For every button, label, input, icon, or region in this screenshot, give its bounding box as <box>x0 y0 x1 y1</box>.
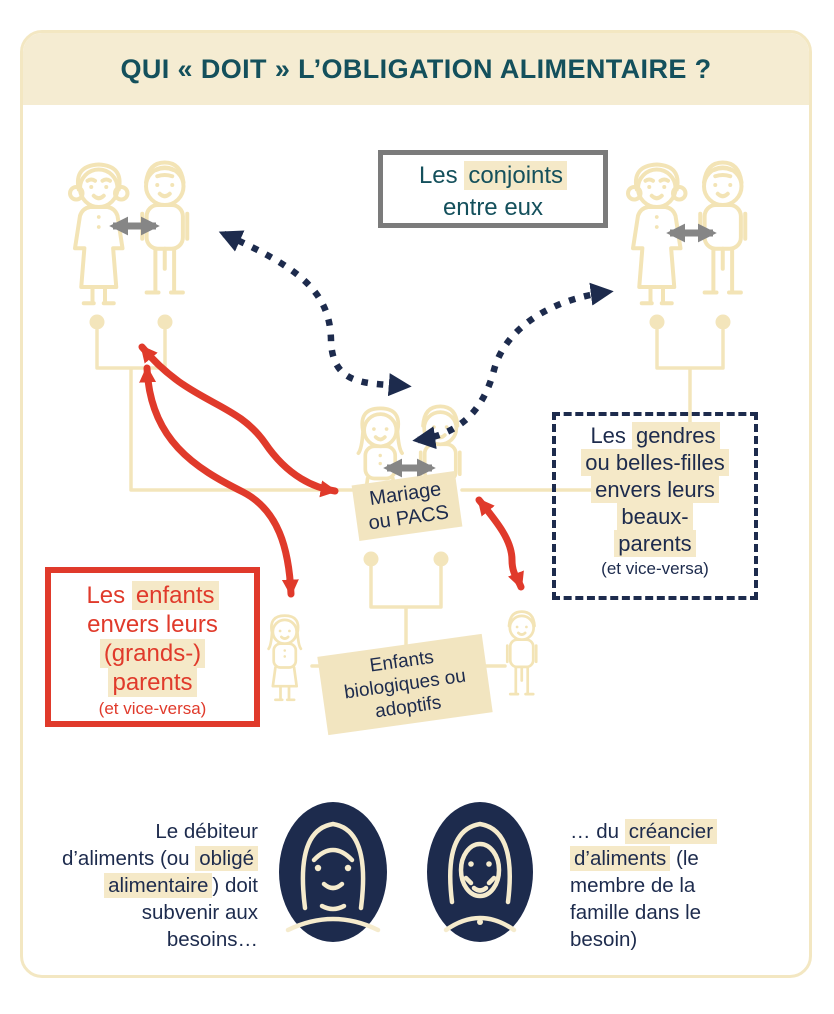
creancier-line4: famille dans le <box>570 901 702 924</box>
debtor-avatar <box>279 802 387 942</box>
in-laws-box: Les gendres ou belles-filles envers leur… <box>552 412 758 600</box>
grandmother-left-icon <box>68 162 130 306</box>
red-arrow-grandparents-girl <box>139 364 299 598</box>
grandfather-right-icon <box>698 160 748 295</box>
conjoints-pre: Les <box>418 162 465 189</box>
header-band: QUI « DOIT » L’OBLIGATION ALIMENTAIRE ? <box>23 33 809 105</box>
creditor-text: … du créancier d’aliments (le membre de … <box>570 818 770 953</box>
gendres-line3: envers leurs <box>591 476 719 503</box>
alimentaire-highlight: alimentaire <box>104 873 213 898</box>
gendres-vice-versa: (et vice-versa) <box>601 559 709 578</box>
debiteur-line5: besoins… <box>166 928 258 951</box>
red-obligation-arrows <box>138 343 525 598</box>
aliments-highlight: d’aliments <box>570 846 671 871</box>
debiteur-line4: subvenir aux <box>141 901 258 924</box>
gendres-highlight: gendres <box>632 422 720 449</box>
children-box: Les enfants envers leurs (grands-) paren… <box>45 567 260 727</box>
oblige-highlight: obligé <box>195 846 258 871</box>
debiteur-line1: Le débiteur <box>155 820 258 843</box>
debtor-text: Le débiteur d’aliments (ou obligé alimen… <box>40 818 258 953</box>
enfants-pre: Les <box>86 582 132 609</box>
enfants-vice-versa: (et vice-versa) <box>98 699 207 718</box>
gendres-pre: Les <box>590 423 633 448</box>
conjoints-line2: entre eux <box>442 194 544 221</box>
red-arrow-grandparents-couple <box>138 343 339 498</box>
dotted-arrow-left <box>218 230 412 397</box>
creancier-highlight: créancier <box>624 819 718 844</box>
enfants-line3: (grands-) <box>99 639 206 668</box>
gendres-line5: parents <box>614 530 696 557</box>
creancier-line5: besoin) <box>570 928 638 951</box>
gray-double-arrows <box>109 216 717 478</box>
conjoints-highlight: conjoints <box>464 161 568 190</box>
child-girl-icon <box>267 614 303 702</box>
creancier-line3: membre de la <box>570 874 696 897</box>
red-arrow-couple-boy <box>475 496 525 591</box>
dotted-inlaw-arrows <box>218 230 614 450</box>
dotted-arrow-right <box>412 282 614 450</box>
gendres-line4: beaux- <box>617 503 693 530</box>
enfants-line2: envers leurs <box>87 611 218 638</box>
child-boy-icon <box>505 610 538 696</box>
enfants-highlight: enfants <box>131 581 219 610</box>
gendres-line2: ou belles-filles <box>581 449 729 476</box>
page-title: QUI « DOIT » L’OBLIGATION ALIMENTAIRE ? <box>120 53 712 84</box>
spouses-box: Les conjoints entre eux <box>378 150 608 228</box>
enfants-line4: parents <box>108 668 197 697</box>
creditor-avatar <box>427 802 533 942</box>
